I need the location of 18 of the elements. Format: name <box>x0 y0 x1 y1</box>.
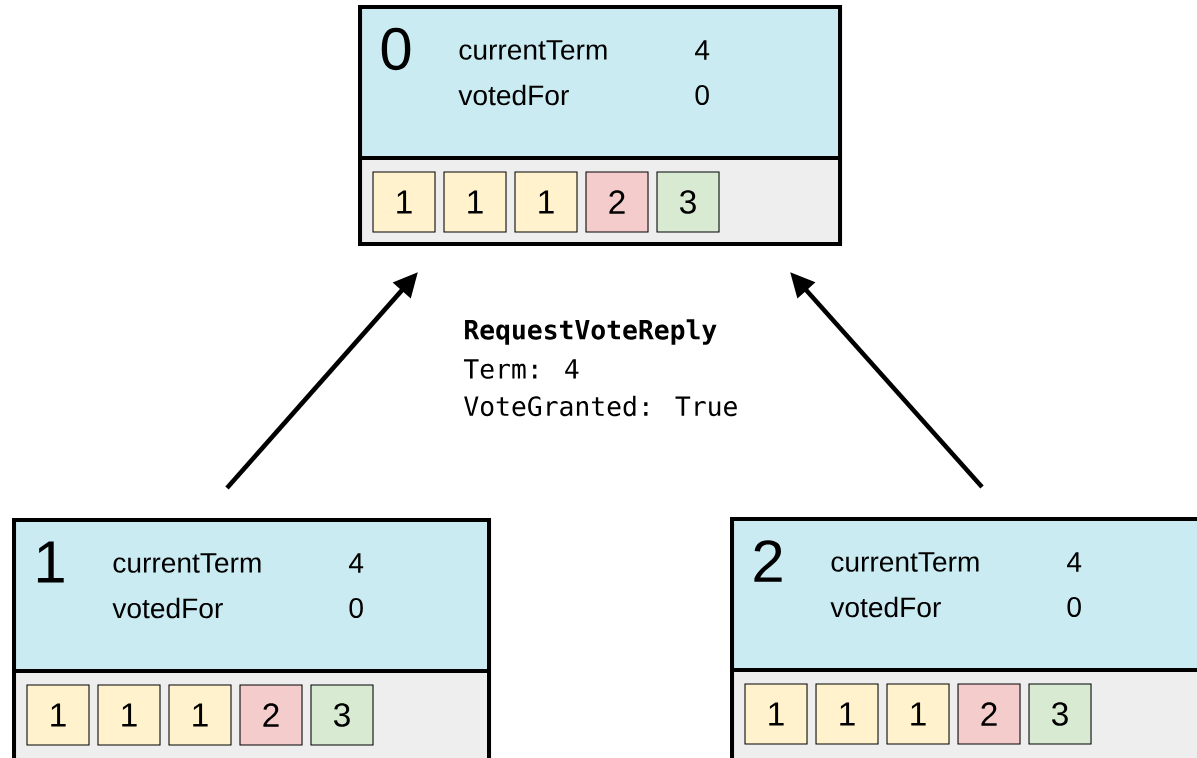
log-entry: 1 <box>97 684 161 746</box>
log-entry: 2 <box>239 684 303 746</box>
log-entry: 3 <box>656 171 720 233</box>
log-entry: 1 <box>372 171 436 233</box>
message-field: VoteGranted: True <box>464 395 737 417</box>
log-entry: 2 <box>957 683 1021 745</box>
log-entry: 1 <box>26 684 90 746</box>
log-entry: 3 <box>310 684 374 746</box>
log-entry: 1 <box>443 171 507 233</box>
log-entry: 1 <box>168 684 232 746</box>
log-entry: 1 <box>815 683 879 745</box>
log-entry: 1 <box>744 683 808 745</box>
log-entry: 1 <box>514 171 578 233</box>
log-entry: 2 <box>585 171 649 233</box>
message-title: RequestVoteReply <box>465 319 717 345</box>
message-field: Term: 4 <box>463 359 579 379</box>
log-entry: 1 <box>886 683 950 745</box>
log-entry: 3 <box>1028 683 1092 745</box>
